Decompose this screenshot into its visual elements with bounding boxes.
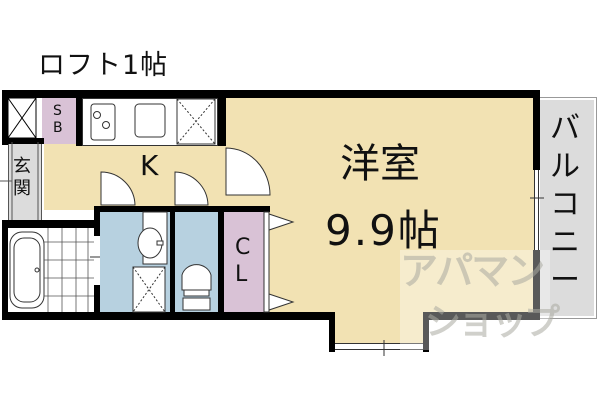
wall-kitchen-room (218, 90, 226, 146)
wall-entrance-closet (2, 138, 44, 144)
kitchen-label: K (140, 149, 159, 182)
closet-label-1: C (235, 235, 251, 260)
wall-left-lower (2, 220, 8, 320)
watermark-line2: ショップ (425, 302, 560, 343)
balcony-char: ル (550, 149, 580, 184)
balcony-char: ー (550, 263, 580, 298)
wall-bottom-left (2, 312, 330, 320)
wall-wash-toilet (170, 206, 175, 316)
watermark-line1: アパマン (400, 249, 545, 293)
bay-window (335, 343, 423, 350)
entrance-label-2: 関 (13, 178, 31, 199)
closet (224, 212, 264, 312)
wall-wet-top (94, 206, 270, 212)
western-room-floor (226, 98, 534, 318)
western-room-size: 9.9帖 (325, 206, 442, 255)
wall-closet-right (264, 206, 269, 214)
wall-right-lower (533, 250, 540, 320)
bay-window-floor (335, 318, 423, 344)
entrance-label-1: 玄 (13, 156, 31, 177)
shoe-box-label-1: S (53, 103, 62, 119)
wall-top-room (218, 90, 540, 98)
shoe-box-label-2: B (53, 120, 63, 136)
balcony-char: ニ (550, 225, 580, 260)
wall-left (2, 90, 8, 145)
wall-bath-wash-low (94, 285, 100, 315)
balcony (537, 97, 597, 319)
balcony-char: コ (550, 187, 580, 222)
wall-right (533, 90, 540, 170)
wall-bath-wash (94, 206, 100, 236)
wall-toilet-closet (218, 206, 224, 316)
shoe-box (42, 98, 76, 144)
wall-bath-top (2, 220, 98, 228)
balcony-char: バ (550, 111, 580, 146)
entrance (8, 142, 42, 220)
wall-top-left (2, 90, 228, 98)
western-room-name: 洋室 (340, 141, 420, 187)
wall-bottom-right (423, 312, 539, 320)
wall-shoebox-right (76, 90, 82, 146)
wall-bay-right (423, 312, 429, 352)
loft-label: ロフト1帖 (38, 50, 169, 81)
wall-bay-left (329, 312, 335, 352)
watermark-backdrop (400, 250, 550, 350)
closet-label-2: L (235, 262, 248, 287)
balcony-label: バ ル コ ニ ー (545, 110, 585, 300)
balcony-window (534, 170, 539, 250)
